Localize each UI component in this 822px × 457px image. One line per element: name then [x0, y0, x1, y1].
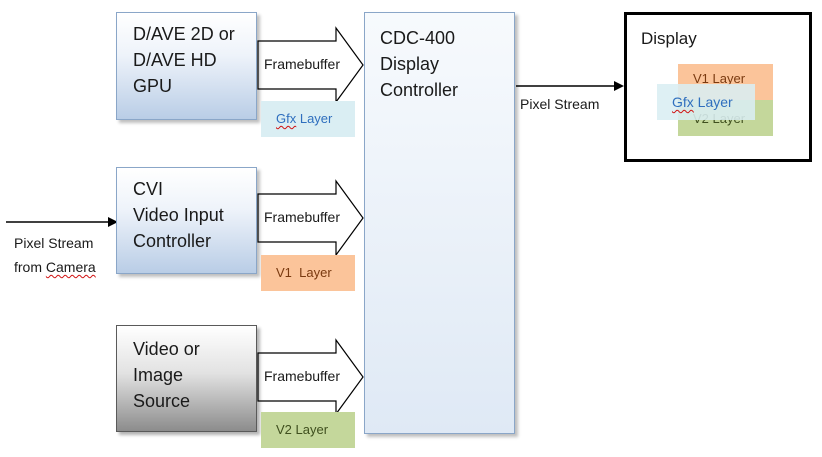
display-frame: Display V1 Layer V2 Layer Gfx Layer [624, 12, 812, 162]
cvi-block-label: CVI Video Input Controller [133, 179, 224, 251]
gfx-layer-squiggled: Gfx [276, 111, 297, 126]
v1-layer-box: V1 Layer [261, 255, 355, 291]
camera-input-line2-a: from [14, 259, 46, 275]
camera-input-line1: Pixel Stream [14, 235, 94, 251]
gfx-layer-rest: Layer [296, 111, 333, 126]
camera-input-label: Pixel Stream from Camera [14, 231, 96, 279]
display-gfx-squiggled: Gfx [672, 94, 694, 110]
gpu-block-label: D/AVE 2D or D/AVE HD GPU [133, 24, 235, 96]
display-gfx-rest: Layer [693, 94, 733, 110]
gpu-block: D/AVE 2D or D/AVE HD GPU [116, 12, 257, 120]
gfx-layer-box: Gfx Layer [261, 101, 355, 137]
framebuffer-arrow-cvi [257, 179, 364, 257]
camera-input-line2-b: Camera [45, 259, 96, 275]
cdc-controller-block: CDC-400 Display Controller [364, 12, 515, 434]
display-title: Display [641, 29, 697, 48]
framebuffer-label-gpu: Framebuffer [264, 56, 340, 72]
framebuffer-label-cvi: Framebuffer [264, 209, 340, 225]
v2-layer-label: V2 Layer [276, 422, 329, 437]
framebuffer-label-video: Framebuffer [264, 368, 340, 384]
framebuffer-arrow-video [257, 338, 364, 416]
pixel-stream-output-label: Pixel Stream [520, 96, 600, 112]
v1-layer-label: V1 Layer [276, 265, 332, 280]
cdc-controller-label: CDC-400 Display Controller [380, 28, 459, 100]
video-source-block-label: Video or Image Source [133, 339, 200, 411]
cvi-block: CVI Video Input Controller [116, 167, 257, 274]
display-gfx-layer: Gfx Layer [657, 84, 755, 120]
video-source-block: Video or Image Source [116, 325, 257, 432]
framebuffer-arrow-gpu [257, 26, 364, 104]
display-v1-label: V1 Layer [693, 71, 746, 86]
camera-input-line2: from Camera [14, 255, 96, 279]
v2-layer-box: V2 Layer [261, 412, 355, 448]
